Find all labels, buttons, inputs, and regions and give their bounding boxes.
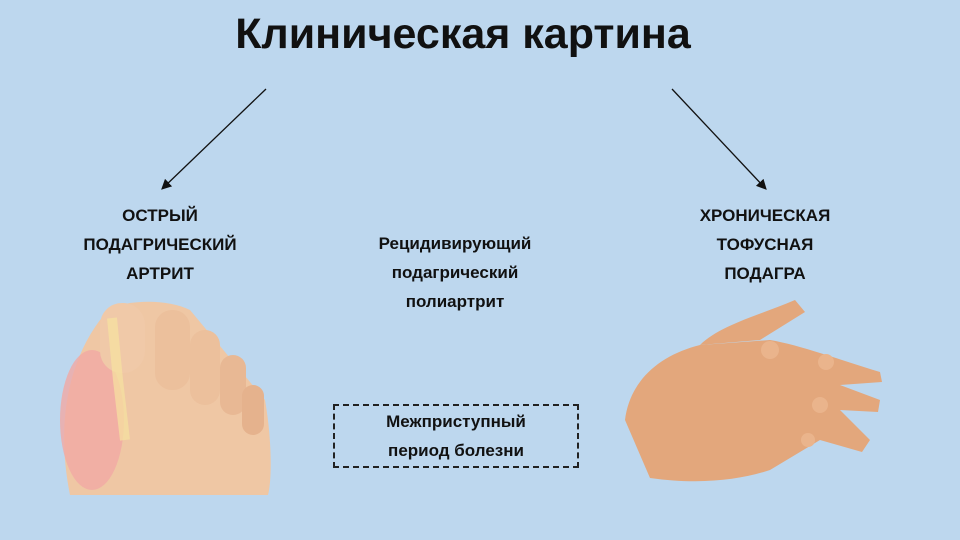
chronic-tophaceous-gout-label: ХРОНИЧЕСКАЯ ТОФУСНАЯ ПОДАГРА (655, 201, 875, 288)
label-line: АРТРИТ (126, 264, 194, 283)
acute-gouty-arthritis-label: ОСТРЫЙ ПОДАГРИЧЕСКИЙ АРТРИТ (50, 201, 270, 288)
slide-title: Клиническая картина (235, 10, 691, 58)
arrow-left (161, 88, 267, 190)
interictal-period-box (333, 404, 579, 468)
label-line: полиартрит (405, 292, 505, 311)
recurrent-polyarthritis-label: Рецидивирующий подагрический полиартрит (330, 229, 580, 316)
label-line: подагрический (391, 263, 519, 282)
hand-illustration (625, 300, 882, 482)
label-line: ПОДАГРИЧЕСКИЙ (83, 235, 237, 254)
label-line: ТОФУСНАЯ (716, 235, 814, 254)
label-line: период болезни (388, 441, 524, 460)
label-line: Рецидивирующий (378, 234, 532, 253)
foot-illustration (60, 301, 271, 495)
label-line: ПОДАГРА (724, 264, 806, 283)
label-line: ХРОНИЧЕСКАЯ (699, 206, 831, 225)
label-line: Межприступный (386, 412, 526, 431)
arrow-right (671, 88, 767, 190)
label-line: ОСТРЫЙ (122, 206, 198, 225)
interictal-period-label: Межприступный период болезни (333, 407, 579, 465)
